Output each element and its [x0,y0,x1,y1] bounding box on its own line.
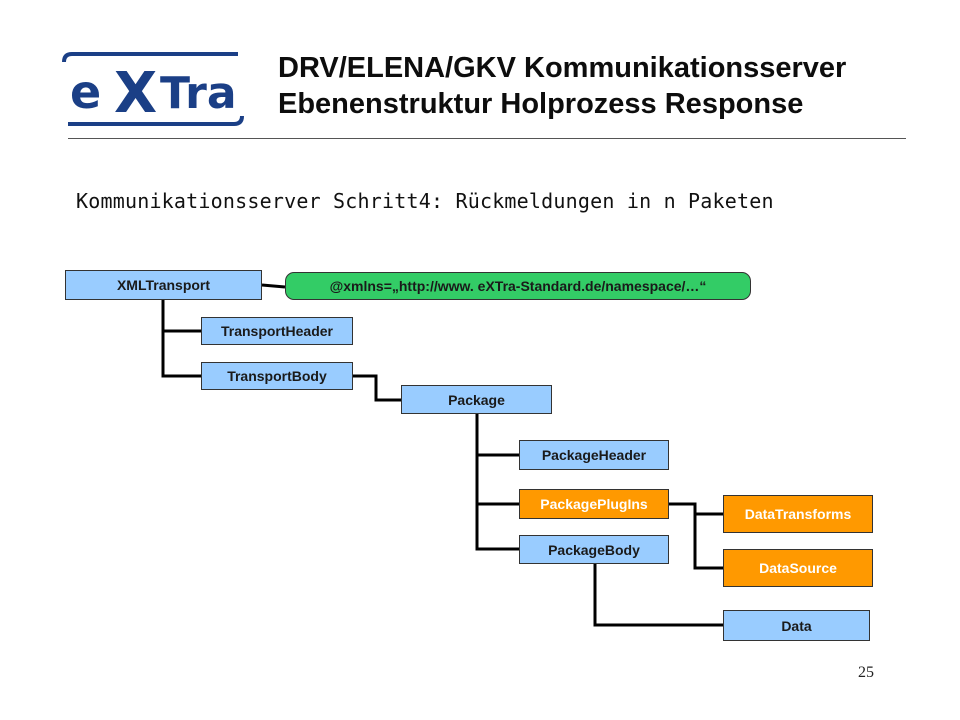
node-xmlns-attribute: @xmlns=„http://www. eXTra-Standard.de/na… [285,272,751,300]
node-transportbody: TransportBody [201,362,353,390]
connector-package-children [475,414,519,551]
node-xmltransport: XMLTransport [65,270,262,300]
node-transportheader: TransportHeader [201,317,353,345]
title-divider [68,138,906,139]
svg-text:e: e [70,65,101,119]
slide-title-line1: DRV/ELENA/GKV Kommunikationsserver [278,52,847,84]
svg-text:Tra: Tra [160,68,237,119]
node-data: Data [723,610,870,641]
svg-text:X: X [114,61,157,126]
slide-title: DRV/ELENA/GKV Kommunikationsserver Ebene… [278,50,846,122]
node-datatransforms: DataTransforms [723,495,873,533]
slide-subtitle: Kommunikationsserver Schritt4: Rückmeldu… [76,189,774,213]
extra-logo: e X Tra [62,52,244,126]
connector-packagebody-data [593,563,723,627]
slide-title-line2: Ebenenstruktur Holprozess Response [278,88,804,120]
node-packageheader: PackageHeader [519,440,669,470]
node-package: Package [401,385,552,414]
node-packageplugins: PackagePlugIns [519,489,669,519]
node-packagebody: PackageBody [519,535,669,564]
connector-transportbody-package [353,374,401,402]
connector-transport-children [161,300,201,378]
page-number: 25 [858,664,874,681]
connector-plugins-children [669,502,723,570]
node-datasource: DataSource [723,549,873,587]
connector-xmlns [261,283,286,289]
